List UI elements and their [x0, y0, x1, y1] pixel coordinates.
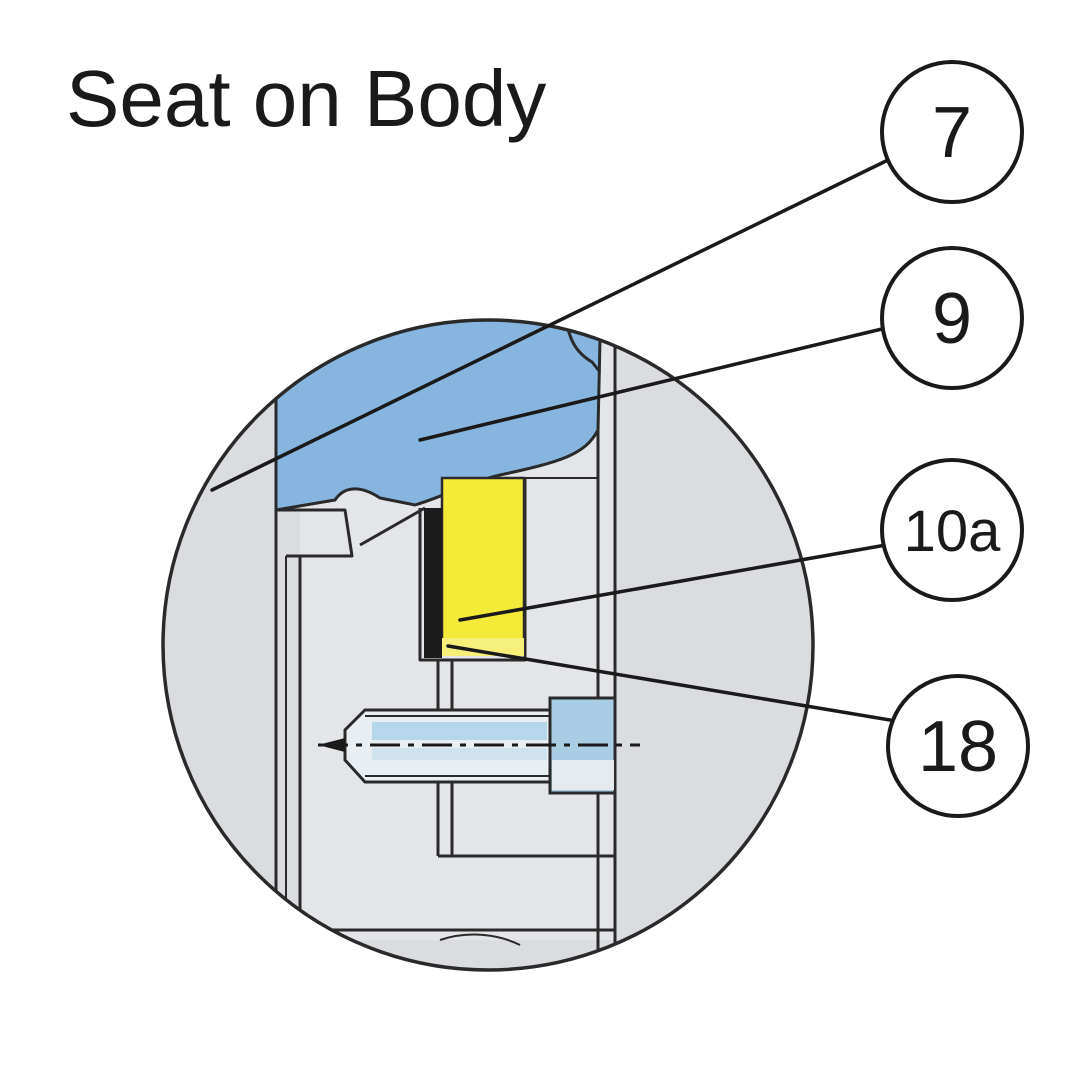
- callout-7: 7: [880, 60, 1024, 204]
- leader-line-18: [446, 644, 892, 722]
- callout-18: 18: [886, 674, 1030, 818]
- diagram-title: Seat on Body: [66, 54, 546, 143]
- callout-9-label: 9: [932, 279, 972, 359]
- callout-10a: 10a: [880, 458, 1024, 602]
- leader-line-9: [418, 326, 888, 442]
- insert-part: [440, 476, 526, 655]
- callout-9: 9: [880, 246, 1024, 390]
- leader-line-7: [210, 158, 890, 492]
- pin-part: [318, 696, 640, 795]
- detail-contents: [274, 320, 640, 960]
- callout-18-label: 18: [918, 707, 998, 787]
- leader-line-10a: [458, 543, 888, 622]
- callout-7-label: 7: [932, 93, 972, 173]
- callout-10a-label: 10a: [904, 499, 1002, 564]
